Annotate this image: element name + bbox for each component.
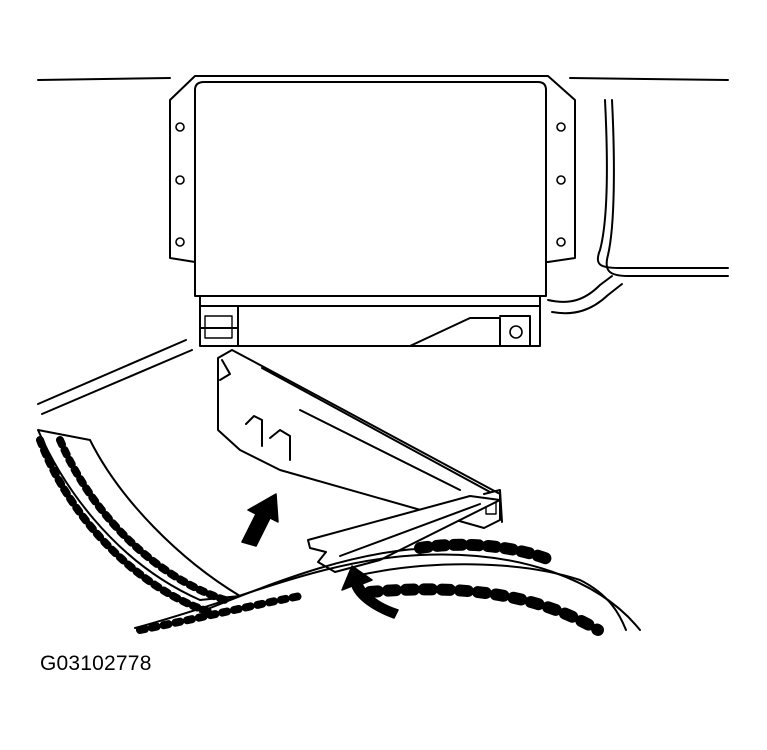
control-module [194,81,547,347]
wiring-harness [36,429,641,636]
curved-release-arrow [341,565,399,619]
mounting-bracket [169,75,576,263]
bracket-bolt-holes [175,122,566,247]
wiring-connector [217,349,503,529]
module-removal-illustration [36,75,729,636]
release-lever [307,495,501,573]
vehicle-panel-lines [37,77,729,415]
figure-code: G03102778 [40,652,152,675]
up-right-push-arrow [241,493,279,547]
